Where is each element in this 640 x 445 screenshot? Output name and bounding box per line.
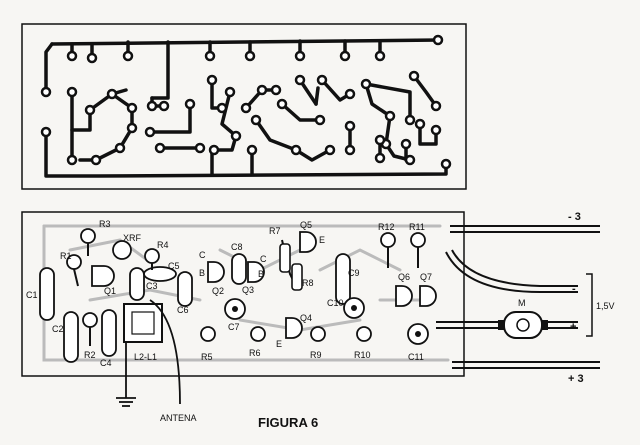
label-r12: R12 [378, 222, 395, 232]
label-battery-minus: - [572, 283, 576, 295]
c5-body [143, 266, 177, 282]
label-r9: R9 [310, 350, 322, 360]
label-c9: C9 [348, 268, 360, 278]
label-q6: Q6 [398, 272, 410, 282]
pin-e-q5: E [319, 235, 325, 245]
pin-c-q2: C [199, 250, 206, 260]
motor [498, 311, 548, 339]
label-battery-voltage: 1,5V [596, 301, 615, 311]
c4-body [101, 309, 117, 357]
label-q2: Q2 [212, 286, 224, 296]
pin-c-q3: C [260, 254, 267, 264]
label-c10: C10 [327, 298, 344, 308]
q7-body [419, 285, 437, 307]
label-c2: C2 [52, 324, 64, 334]
label-q5: Q5 [300, 220, 312, 230]
xrf-body [112, 240, 132, 260]
c1-body [39, 267, 55, 321]
label-plus-3: + 3 [568, 373, 584, 385]
q5-body [299, 231, 317, 253]
pin-b-q3: B [258, 269, 264, 279]
coil-l2-l1 [123, 303, 163, 343]
q4-body [285, 317, 303, 339]
label-l2-l1: L2-L1 [134, 352, 157, 362]
label-r8: R8 [302, 278, 314, 288]
label-r11: R11 [409, 222, 425, 232]
label-r3: R3 [99, 219, 111, 229]
label-c11: C11 [408, 352, 424, 362]
label-c4: C4 [100, 358, 112, 368]
figure-caption: FIGURA 6 [258, 415, 318, 430]
pin-b-q2: B [199, 268, 205, 278]
copper-layout [21, 23, 467, 190]
label-minus-3: - 3 [568, 211, 581, 223]
label-r2: R2 [84, 350, 96, 360]
q2-body [207, 261, 225, 283]
q6-body [395, 285, 413, 307]
label-c7: C7 [228, 322, 240, 332]
label-r10: R10 [354, 350, 371, 360]
label-c5: C5 [168, 261, 180, 271]
label-c3: C3 [146, 281, 158, 291]
label-c4-q4: Q4 [300, 313, 312, 323]
component-board-outline [21, 211, 465, 377]
label-q7: Q7 [420, 272, 432, 282]
label-battery-plus: + [570, 321, 576, 333]
label-c1: C1 [26, 290, 38, 300]
c3-body [129, 267, 145, 301]
label-xrf: XRF [123, 233, 142, 243]
label-antenna: ANTENA [160, 413, 197, 423]
label-r1: R1 [60, 251, 72, 261]
label-motor: M [518, 298, 526, 308]
label-r6: R6 [249, 348, 261, 358]
label-c6: C6 [177, 305, 189, 315]
r7-r8 [279, 239, 303, 291]
component-layout: R3 R1 XRF R4 C5 C1 Q1 C3 C6 C2 R2 C4 L2-… [21, 211, 615, 423]
label-r7: R7 [269, 226, 281, 236]
label-q3: Q3 [242, 285, 254, 295]
battery-bracket [586, 273, 593, 337]
pin-e-q4: E [276, 339, 282, 349]
label-r4: R4 [157, 240, 169, 250]
c6-body [177, 271, 193, 307]
label-q1: Q1 [104, 286, 116, 296]
c8-body [231, 253, 247, 285]
c9-body [335, 253, 351, 305]
c2-body [63, 311, 79, 363]
label-r5: R5 [201, 352, 213, 362]
copper-board-outline [21, 23, 467, 190]
q3-body [247, 261, 265, 283]
q1-body [91, 265, 115, 287]
label-c8: C8 [231, 242, 243, 252]
